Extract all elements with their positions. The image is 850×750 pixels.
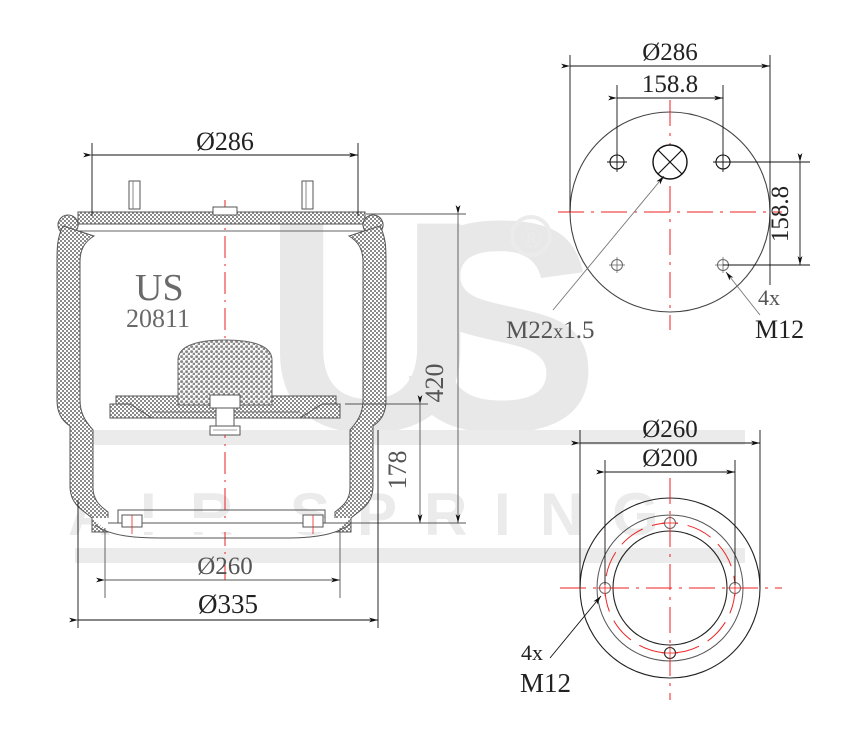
rubber-bellows [56, 225, 387, 539]
tagline-letter-r2: R [424, 481, 467, 548]
dimension-bc-vertical-1588: 158.8 [723, 153, 810, 266]
center-air-port [652, 144, 688, 180]
tagline-letter-r: R [190, 481, 233, 548]
center-bolt-shank [215, 407, 235, 429]
bellows-bottom-curve [94, 523, 351, 539]
bottom-piston-view: Ø260 Ø200 4x M12 [520, 416, 782, 700]
dimension-label-dia286-plate: Ø286 [642, 39, 698, 66]
tagline-letter-n: N [540, 481, 583, 548]
leader-m22: M22x1.5 [506, 175, 665, 344]
dimension-label-420: 420 [420, 364, 449, 403]
piston-hole-bottom [662, 645, 678, 661]
stud-left [128, 180, 141, 210]
part-number-20811: 20811 [126, 304, 190, 333]
dimension-height-420: 420 [340, 205, 466, 524]
callout-label-m12-bottom: M12 [520, 668, 571, 698]
leader-4x-m12-bottom: 4x M12 [520, 595, 602, 698]
dimension-height-178: 178 [336, 395, 428, 524]
dimension-dia-200-piston: Ø200 [596, 445, 736, 585]
tagline-letter-g: G [612, 481, 659, 548]
top-bead-plate [57, 206, 384, 236]
rubber-bumper [177, 339, 273, 406]
front-sectional-view: Ø286 420 178 Ø260 Ø335 [56, 127, 466, 628]
dimension-dia-260-piston: Ø260 [571, 416, 761, 588]
dimension-label-bc-h-1588: 158.8 [642, 71, 698, 98]
watermark-bar-bottom [75, 548, 745, 563]
dimension-label-178: 178 [383, 451, 412, 490]
dimension-bc-horizontal-1588: 158.8 [608, 71, 724, 158]
dimension-label-dia260-front: Ø260 [197, 553, 253, 580]
dimension-label-bc-v-1588: 158.8 [767, 186, 794, 242]
dimension-dia-260-front: Ø260 [96, 528, 341, 598]
dimension-label-dia286-front: Ø286 [196, 127, 254, 156]
piston-base-outline [117, 509, 326, 523]
leader-4x-m12-top: 4x M12 [725, 271, 804, 344]
dimension-label-dia260-piston: Ø260 [642, 416, 698, 443]
callout-label-4x-bottom: 4x [521, 640, 543, 665]
part-label-us: US [135, 267, 184, 309]
bellows-wall-left [56, 225, 109, 533]
dimension-dia-286-front: Ø286 [83, 127, 359, 216]
top-plate-view: Ø286 158.8 158.8 M22x1.5 4x M12 [506, 39, 810, 344]
bumper-core-hole [209, 394, 241, 409]
dimension-dia-335-front: Ø335 [69, 430, 379, 628]
bellows-wall-right [334, 225, 387, 533]
tagline-letter-i2: I [494, 481, 511, 548]
piston-body [108, 509, 336, 534]
top-port-boss [212, 206, 238, 216]
dimension-label-dia200-piston: Ø200 [642, 445, 698, 472]
callout-label-m12-top: M12 [755, 315, 804, 344]
stud-right [301, 180, 314, 210]
top-mounting-studs [128, 180, 314, 210]
piston-assembly [109, 339, 341, 436]
callout-label-4x-top: 4x [758, 285, 780, 310]
bolt-hole-bl [609, 257, 625, 273]
center-bolt-nut [209, 425, 241, 436]
callout-label-m22: M22x1.5 [506, 317, 594, 344]
dimension-label-dia335-front: Ø335 [198, 589, 258, 619]
part-marking: US 20811 [126, 267, 190, 333]
watermark-registered-mark: ® [510, 215, 552, 257]
dimension-dia-286-plate: Ø286 [561, 39, 771, 285]
registered-r-glyph: ® [520, 223, 541, 254]
piston-hole-top [662, 515, 678, 531]
